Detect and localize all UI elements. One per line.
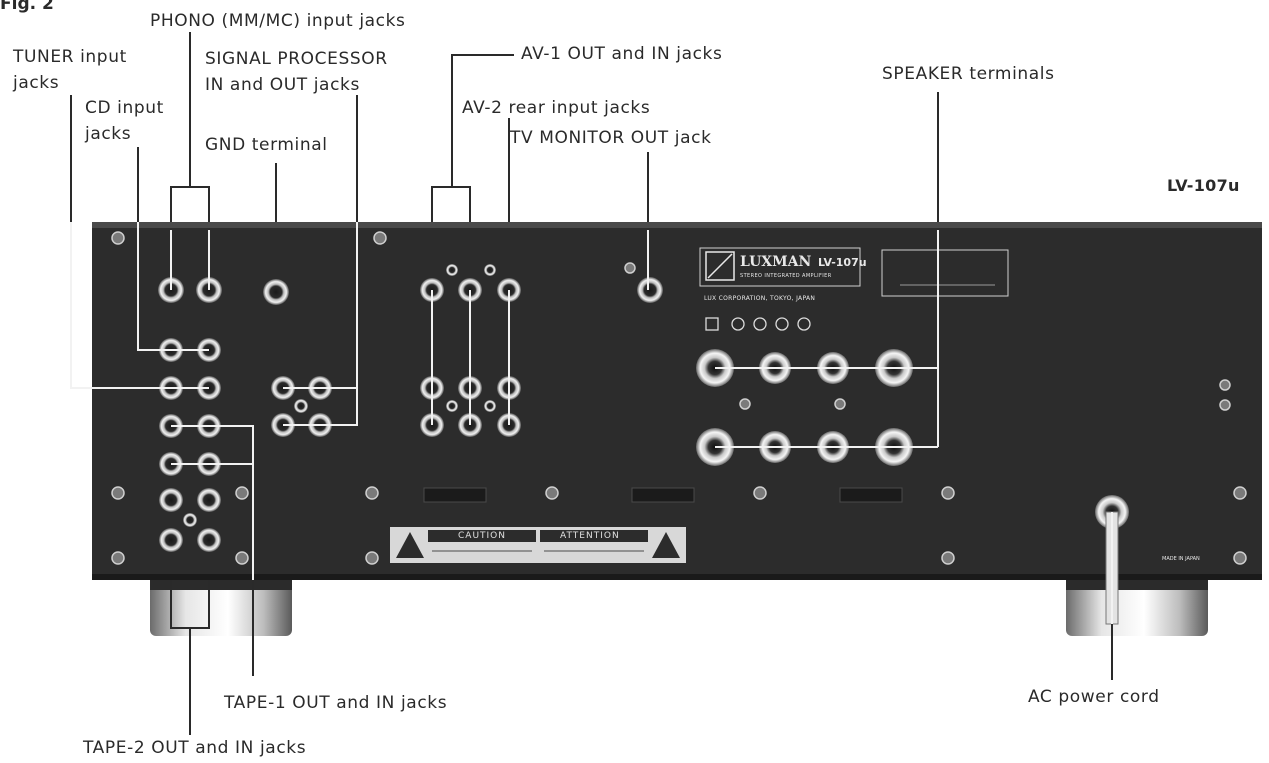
brand-plate xyxy=(699,247,1009,331)
panel-model: LV-107u xyxy=(818,256,867,269)
callout-signal-line2: IN and OUT jacks xyxy=(205,75,360,95)
screws xyxy=(111,231,1247,565)
panel-maker: LUX CORPORATION, TOKYO, JAPAN xyxy=(704,295,816,302)
callout-tape1: TAPE-1 OUT and IN jacks xyxy=(224,693,448,713)
model-tag: LV-107u xyxy=(1167,176,1240,195)
callout-signal-line1: SIGNAL PROCESSOR xyxy=(205,49,388,69)
callout-cd-line2: jacks xyxy=(85,124,132,144)
figure-label: Fig. 2 xyxy=(0,0,54,14)
callout-av1: AV-1 OUT and IN jacks xyxy=(521,44,723,64)
callout-tv-monitor: TV MONITOR OUT jack xyxy=(510,128,712,148)
gnd-terminal xyxy=(263,279,289,305)
panel-attention: ATTENTION xyxy=(560,531,620,541)
leader-lines-outside xyxy=(70,32,1113,735)
panel-product-line: STEREO INTEGRATED AMPLIFIER xyxy=(740,273,832,279)
callout-phono: PHONO (MM∕MC) input jacks xyxy=(150,11,406,31)
panel-caution: CAUTION xyxy=(458,531,506,541)
foot-left xyxy=(150,578,292,636)
callout-ac-power: AC power cord xyxy=(1028,687,1160,707)
callout-speaker: SPEAKER terminals xyxy=(882,64,1055,84)
panel-made-in: MADE IN JAPAN xyxy=(1162,556,1200,562)
chassis-body xyxy=(92,222,1262,580)
callout-gnd: GND terminal xyxy=(205,135,328,155)
panel-brand: LUXMAN xyxy=(740,254,812,270)
callout-cd-line1: CD input xyxy=(85,98,164,118)
tape2-jacks xyxy=(159,488,221,552)
callout-tape2: TAPE-2 OUT and IN jacks xyxy=(83,738,307,758)
caution-plate xyxy=(390,527,686,563)
callout-av2: AV-2 rear input jacks xyxy=(462,98,651,118)
callout-tuner-line1: TUNER input xyxy=(13,47,127,67)
foot-right xyxy=(1066,578,1208,636)
callout-tuner-line2: jacks xyxy=(13,73,60,93)
tv-monitor-jack xyxy=(637,277,663,303)
vent-slots xyxy=(423,487,903,503)
